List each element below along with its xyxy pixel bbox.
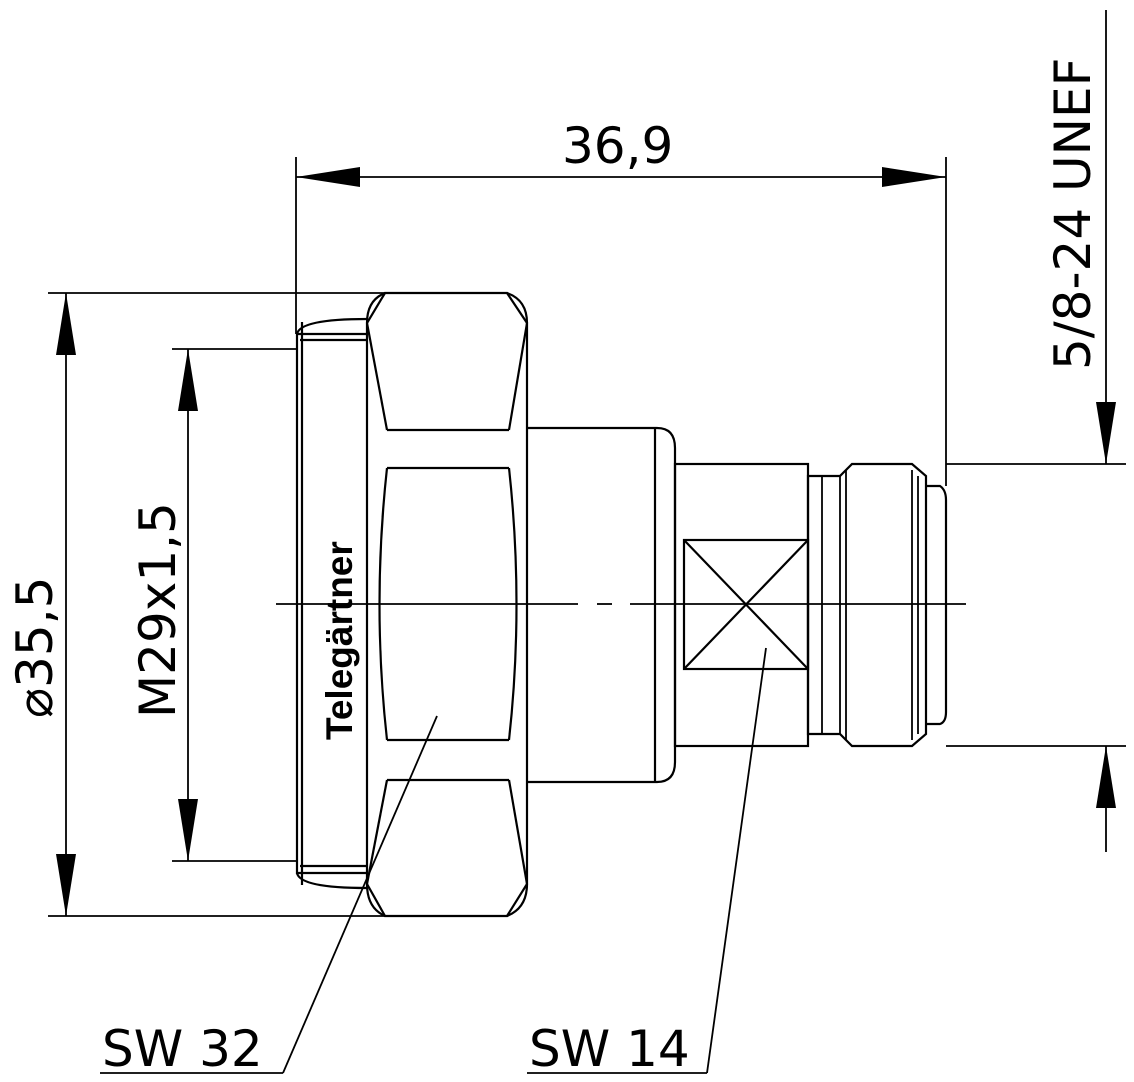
overall-length-label: 36,9 xyxy=(562,117,673,175)
hex-small xyxy=(673,462,810,748)
outer-diameter-label: ⌀35,5 xyxy=(6,577,64,718)
callout-hex-small xyxy=(527,647,767,1074)
dimension-outer-diameter xyxy=(48,292,507,917)
connector-body xyxy=(276,291,966,918)
dimension-thread-right xyxy=(946,10,1126,852)
callout-hex-large-label: SW 32 xyxy=(102,1020,263,1078)
manufacturer-logo: Telegärtner xyxy=(319,541,360,740)
callout-hex-large xyxy=(100,715,438,1074)
thread-left-label: M29x1,5 xyxy=(129,502,187,718)
dimension-thread-left xyxy=(172,348,297,862)
dimension-overall-length xyxy=(295,157,947,486)
thread-right-label: 5/8-24 UNEF xyxy=(1044,58,1102,370)
threaded-jack xyxy=(806,462,948,748)
callout-hex-small-label: SW 14 xyxy=(529,1020,690,1078)
body-cylinder xyxy=(527,426,677,784)
